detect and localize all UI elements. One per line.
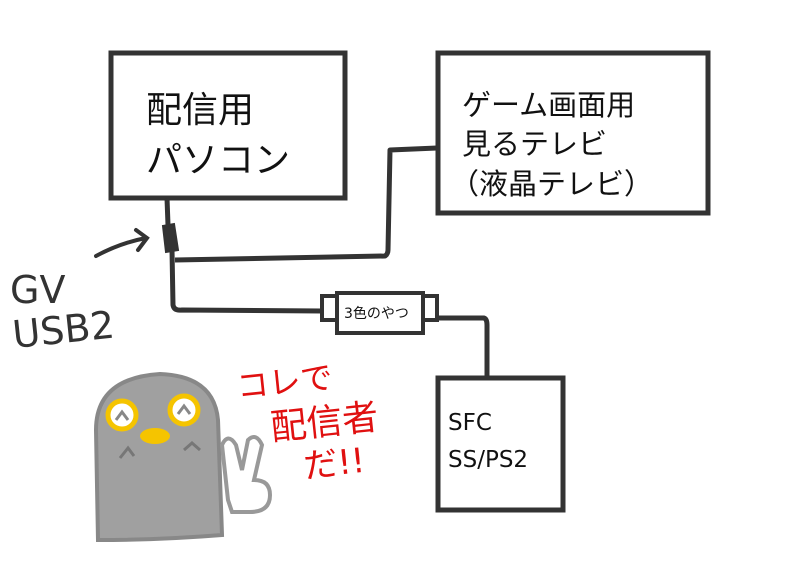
callout-line1: GV <box>10 268 65 312</box>
pc-label-line1: 配信用 <box>146 90 254 131</box>
callout-line2: USB2 <box>10 303 116 357</box>
speech-line3: だ!! <box>302 441 367 487</box>
mascot-eye-left <box>105 398 139 432</box>
tv-label-line2: 見るテレビ <box>462 127 607 161</box>
peace-sign-hand <box>219 434 273 514</box>
pc-box: 配信用 パソコン <box>108 50 348 201</box>
cable-usb-tv <box>174 145 438 263</box>
cable-usb-adapter <box>169 249 323 314</box>
adapter-box: 3色のやつ <box>320 291 439 335</box>
cable-adapter-console <box>437 315 490 378</box>
tv-label-line3: （液晶テレビ） <box>450 167 653 201</box>
cables <box>164 145 490 378</box>
mascot-bird-illustration <box>93 371 273 543</box>
gv-usb2-device-icon <box>161 222 180 254</box>
mascot-eye-right <box>167 393 201 427</box>
tv-label-line1: ゲーム画面用 <box>462 88 635 122</box>
speech-line2: 配信者 <box>269 397 381 449</box>
console-box: SFC SS/PS2 <box>435 375 566 513</box>
adapter-label: 3色のやつ <box>344 305 409 322</box>
console-label-line1: SFC <box>448 410 492 436</box>
cable-pc-usb <box>164 197 171 226</box>
mascot-beak <box>140 428 170 444</box>
speech-line1: コレで <box>235 358 334 406</box>
console-label-line2: SS/PS2 <box>448 447 528 473</box>
pc-label-line2: パソコン <box>146 140 290 181</box>
tv-box: ゲーム画面用 見るテレビ （液晶テレビ） <box>435 50 711 216</box>
arrow-icon <box>94 228 150 258</box>
